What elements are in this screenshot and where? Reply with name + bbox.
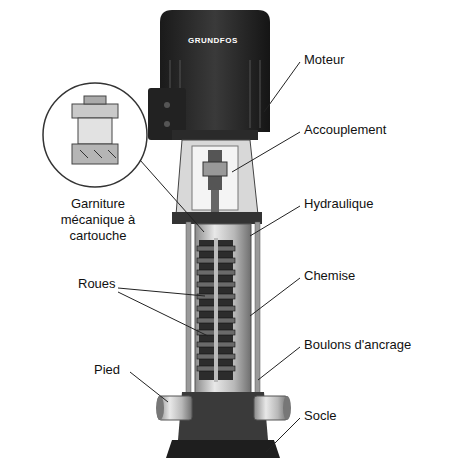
part-label: Socle — [304, 408, 337, 424]
part-label: Accouplement — [304, 122, 386, 138]
part-label: Chemise — [304, 268, 355, 284]
part-label: Roues — [78, 276, 116, 292]
part-label: Boulons d'ancrage — [304, 337, 411, 353]
part-label: Pied — [94, 362, 120, 378]
part-label: Moteur — [304, 52, 344, 68]
part-label: Garniture mécanique à cartouche — [52, 196, 144, 244]
brand-logo: GRUNDFOS — [188, 36, 238, 46]
part-label: Hydraulique — [304, 196, 373, 212]
